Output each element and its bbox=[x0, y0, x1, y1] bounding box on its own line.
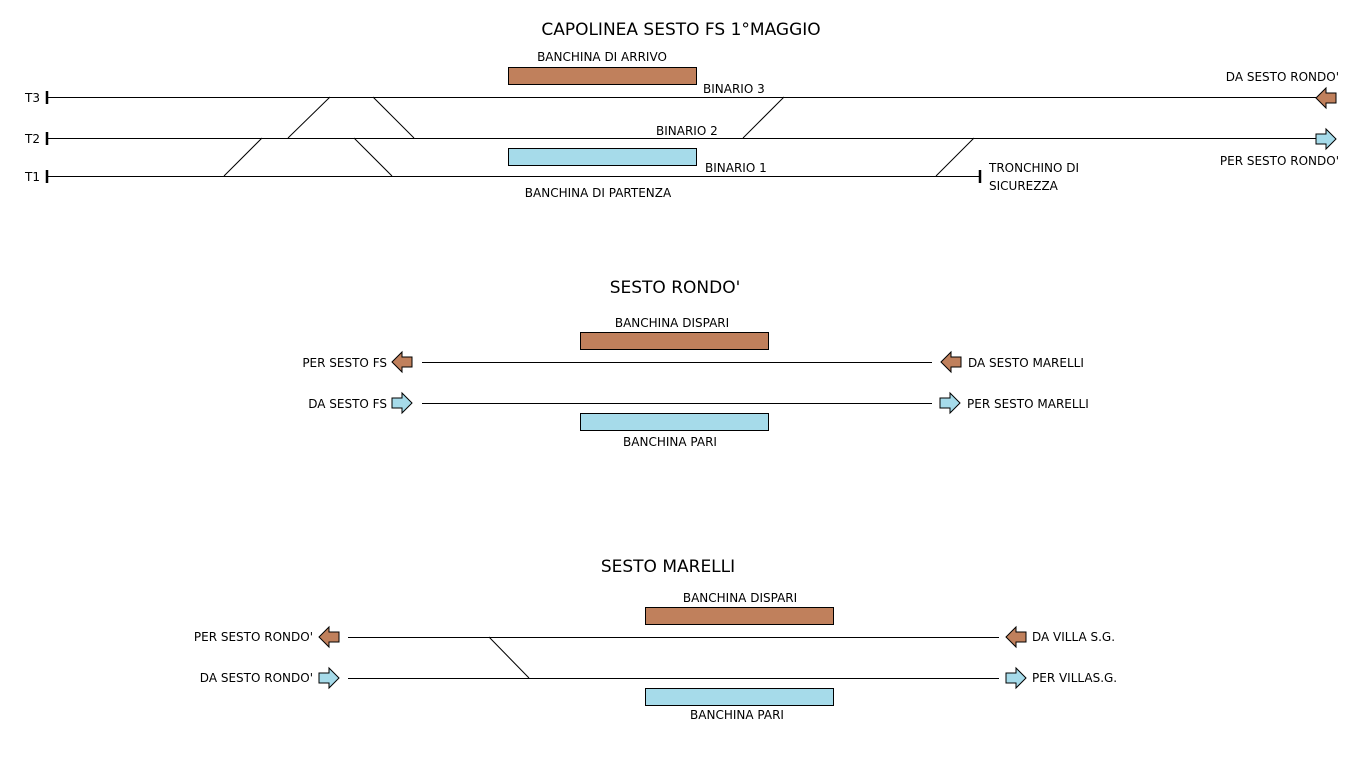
da-sesto-marelli-label: DA SESTO MARELLI bbox=[968, 356, 1084, 370]
da-sesto-rondo-label: DA SESTO RONDO' bbox=[200, 671, 313, 685]
even-platform bbox=[645, 688, 834, 706]
marelli-section: SESTO MARELLI BANCHINA DISPARI BANCHINA … bbox=[194, 557, 1117, 722]
arrow-right-icon bbox=[939, 391, 961, 415]
departure-platform bbox=[508, 148, 697, 166]
odd-platform bbox=[580, 332, 769, 350]
da-sesto-rondo-label: DA SESTO RONDO' bbox=[1226, 70, 1339, 84]
arrow-left-icon bbox=[1315, 86, 1337, 110]
even-platform bbox=[580, 413, 769, 431]
arrow-right-icon bbox=[1315, 127, 1337, 151]
track-label-t2: T2 bbox=[24, 132, 40, 146]
arrival-platform bbox=[508, 67, 697, 85]
even-platform-label: BANCHINA PARI bbox=[690, 708, 784, 722]
arrow-left-icon bbox=[940, 350, 962, 374]
capolinea-title: CAPOLINEA SESTO FS 1°MAGGIO bbox=[541, 20, 820, 40]
crossover-t2-t1-b bbox=[353, 137, 393, 177]
per-sesto-rondo-label: PER SESTO RONDO' bbox=[194, 630, 313, 644]
arrow-right-icon bbox=[318, 666, 340, 690]
da-sesto-fs-label: DA SESTO FS bbox=[308, 397, 387, 411]
crossover-t3-t2-b bbox=[372, 96, 415, 139]
rondo-title: SESTO RONDO' bbox=[610, 278, 741, 298]
arrow-left-icon bbox=[318, 625, 340, 649]
arrow-right-icon bbox=[391, 391, 413, 415]
even-platform-label: BANCHINA PARI bbox=[623, 435, 717, 449]
crossover bbox=[488, 636, 530, 679]
rondo-section: SESTO RONDO' BANCHINA DISPARI BANCHINA P… bbox=[302, 278, 1088, 449]
binario-3-label: BINARIO 3 bbox=[703, 82, 765, 96]
arrow-left-icon bbox=[1005, 625, 1027, 649]
departure-platform-label: BANCHINA DI PARTENZA bbox=[525, 186, 672, 200]
binario-1-label: BINARIO 1 bbox=[705, 161, 767, 175]
odd-platform bbox=[645, 607, 834, 625]
arrow-left-icon bbox=[391, 350, 413, 374]
per-sesto-fs-label: PER SESTO FS bbox=[302, 356, 387, 370]
odd-platform-label: BANCHINA DISPARI bbox=[615, 316, 729, 330]
per-sesto-marelli-label: PER SESTO MARELLI bbox=[967, 397, 1089, 411]
da-villa-label: DA VILLA S.G. bbox=[1032, 630, 1115, 644]
arrival-platform-label: BANCHINA DI ARRIVO bbox=[537, 50, 667, 64]
crossover-t2-t3-a bbox=[287, 96, 331, 139]
crossover-t1-t2-a bbox=[223, 137, 263, 177]
binario-2-label: BINARIO 2 bbox=[656, 124, 718, 138]
tronchino-label-line1: TRONCHINO DI bbox=[988, 161, 1079, 175]
track-label-t3: T3 bbox=[24, 91, 40, 105]
track-label-t1: T1 bbox=[24, 170, 40, 184]
odd-platform-label: BANCHINA DISPARI bbox=[683, 591, 797, 605]
crossover-t2-t3-c bbox=[742, 96, 785, 139]
arrow-right-icon bbox=[1005, 666, 1027, 690]
capolinea-section: CAPOLINEA SESTO FS 1°MAGGIO BANCHINA DI … bbox=[24, 20, 1339, 200]
per-sesto-rondo-label: PER SESTO RONDO' bbox=[1220, 154, 1339, 168]
tronchino-label-line2: SICUREZZA bbox=[989, 179, 1059, 193]
marelli-title: SESTO MARELLI bbox=[601, 557, 735, 577]
crossover-t1-t2-d bbox=[935, 137, 975, 177]
per-villa-label: PER VILLAS.G. bbox=[1032, 671, 1117, 685]
